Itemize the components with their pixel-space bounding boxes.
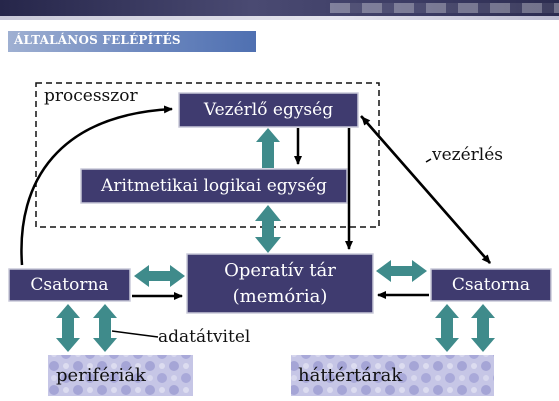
alu-memory-double-arrow <box>255 205 281 253</box>
channel-right-box <box>430 268 552 302</box>
heading-band <box>8 31 256 52</box>
alu-box <box>80 168 348 204</box>
control-label: vezérlés <box>432 145 504 165</box>
channel-right-label: Csatorna <box>451 275 531 295</box>
peripherals-label: perifériák <box>56 365 146 386</box>
channel-left-label: Csatorna <box>30 275 109 295</box>
processor-frame <box>35 82 380 228</box>
memory-label-line1: Operatív tár <box>224 259 336 281</box>
channel-peripherals-arrow-1 <box>56 304 80 352</box>
channel-storage-arrow-1 <box>435 304 459 352</box>
storage-box <box>291 355 494 396</box>
storage-label: háttértárak <box>298 365 403 386</box>
control-unit-box <box>178 92 359 128</box>
control-unit-label: Vezérlő egység <box>203 100 334 120</box>
top-banner-highlight <box>330 3 559 13</box>
memory-box <box>186 253 374 314</box>
right-channel-control-line-start <box>361 116 491 264</box>
top-banner <box>0 0 559 16</box>
top-banner-underline <box>0 16 559 20</box>
alu-label: Aritmetikai logikai egység <box>101 176 327 196</box>
data-transfer-leader <box>111 330 159 338</box>
channel-storage-arrow-2 <box>471 304 495 352</box>
peripherals-box <box>48 355 193 396</box>
left-channel-memory-double-arrow <box>134 265 185 287</box>
memory-label-line2: (memória) <box>232 285 328 307</box>
page-title: ÁLTALÁNOS FELÉPÍTÉS <box>14 33 181 47</box>
processor-label: processzor <box>44 86 138 106</box>
data-transfer-label: adatátvitel <box>158 327 251 347</box>
channel-peripherals-arrow-2 <box>93 304 117 352</box>
alu-to-control-arrow <box>256 128 280 168</box>
teal-arrows <box>56 128 495 352</box>
channel-left-box <box>8 268 131 302</box>
channel-control-curve <box>20 105 173 266</box>
control-label-leader <box>425 158 432 163</box>
memory-right-channel-double-arrow <box>376 260 427 282</box>
